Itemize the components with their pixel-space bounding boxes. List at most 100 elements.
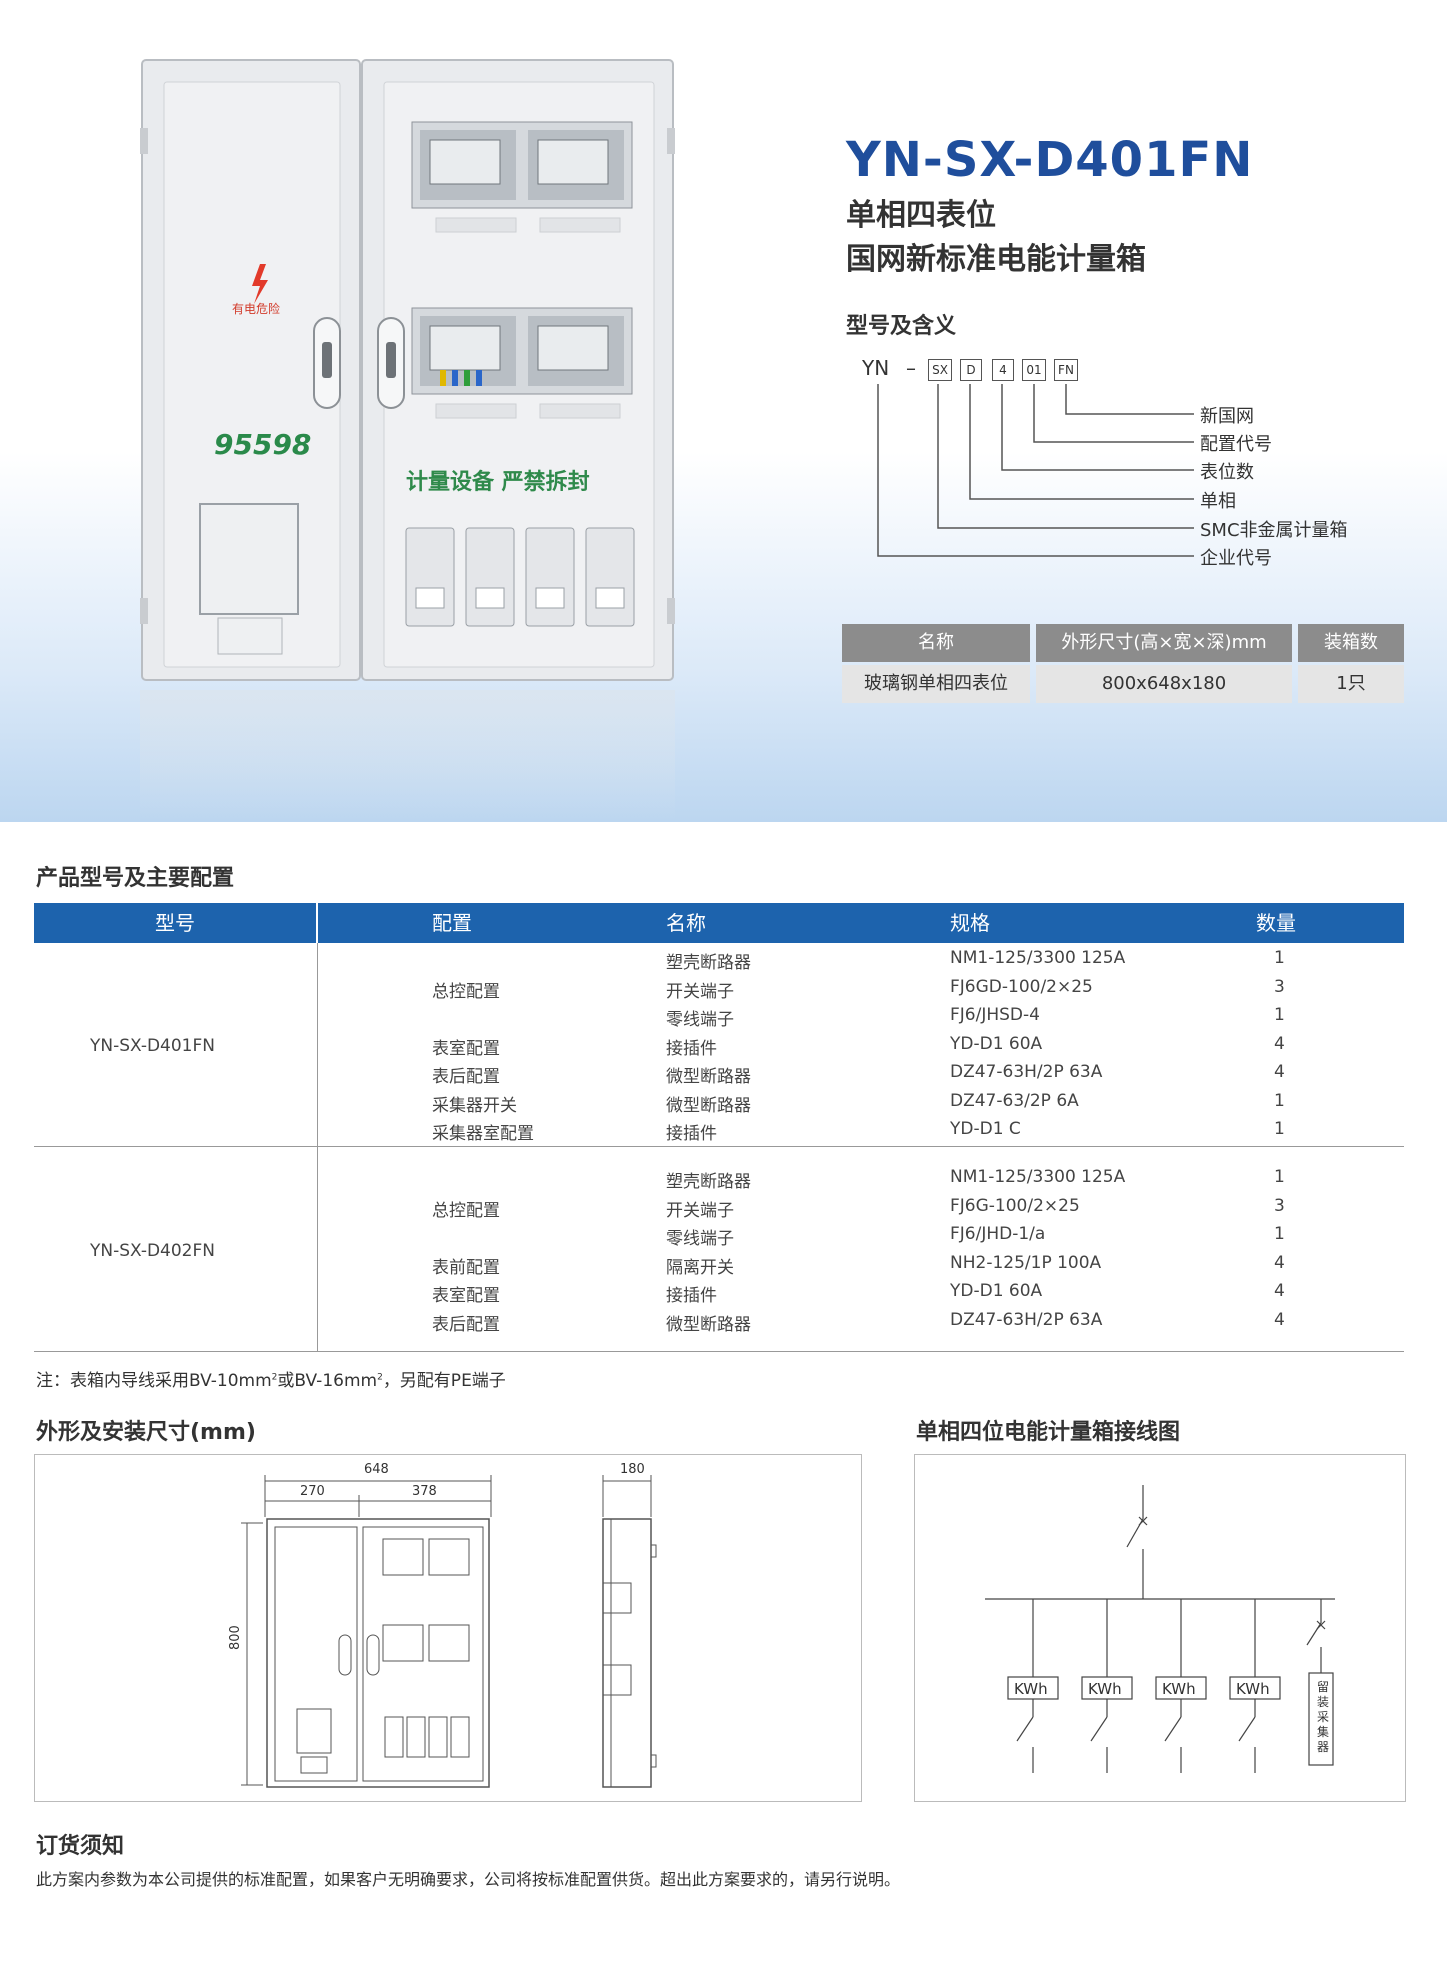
dim-width-total: 648 bbox=[364, 1462, 389, 1477]
order-text: 此方案内参数为本公司提供的标准配置，如果客户无明确要求，公司将按标准配置供货。超… bbox=[36, 1870, 901, 1889]
config-row-qty-cell: 1 bbox=[1274, 1224, 1285, 1244]
spec-header-qty: 装箱数 bbox=[1298, 624, 1404, 662]
order-heading: 订货须知 bbox=[36, 1834, 125, 1859]
config-header-qty: 数量 bbox=[1256, 911, 1296, 935]
dim-depth: 180 bbox=[620, 1462, 645, 1477]
dimensions-panel bbox=[34, 1454, 862, 1802]
config-row-spec-cell: YD-D1 60A bbox=[950, 1281, 1043, 1301]
note-sup-1: 2 bbox=[271, 1372, 278, 1383]
product-subtitle-2: 国网新标准电能计量箱 bbox=[846, 242, 1146, 277]
config-row-qty-cell: 3 bbox=[1274, 976, 1285, 997]
spec-header-size: 外形尺寸(高×宽×深)mm bbox=[1036, 624, 1292, 662]
meaning-label-01: 配置代号 bbox=[1200, 434, 1272, 455]
config-note: 注：表箱内导线采用BV-10mm2或BV-16mm2，另配有PE端子 bbox=[36, 1366, 506, 1391]
spec-cell-name: 玻璃钢单相四表位 bbox=[842, 665, 1030, 703]
config-row-spec-cell: NH2-125/1P 100A bbox=[950, 1252, 1102, 1273]
spec-cell-qty: 1只 bbox=[1298, 665, 1404, 703]
config-row-spec-cell: YD-D1 60A bbox=[950, 1033, 1043, 1054]
note-sup-2: 2 bbox=[377, 1372, 383, 1383]
dimensions-drawing bbox=[241, 1475, 657, 1788]
code-box-01: 01 bbox=[1022, 359, 1046, 381]
config-row-name-cell: 塑壳断路器 bbox=[666, 953, 751, 973]
config-row-spec-cell: DZ47-63H/2P 63A bbox=[950, 1309, 1103, 1330]
config-row-qty-cell: 1 bbox=[1274, 1119, 1285, 1139]
config-row-config-cell: 表后配置 bbox=[432, 1067, 500, 1087]
code-box-d: D bbox=[960, 359, 982, 381]
config-row-spec-cell: NM1-125/3300 125A bbox=[950, 1167, 1126, 1187]
config-model-cell: YN-SX-D402FN bbox=[90, 1240, 215, 1261]
meter-label-1: KWh bbox=[1014, 1680, 1048, 1698]
dim-height: 800 bbox=[228, 1625, 243, 1650]
config-row-qty-cell: 4 bbox=[1274, 1062, 1285, 1082]
code-dash: – bbox=[906, 356, 916, 380]
code-prefix: YN bbox=[862, 356, 890, 380]
cabinet-hotline-logo: 95598 bbox=[214, 428, 312, 461]
config-row-qty-cell: 4 bbox=[1274, 1281, 1285, 1301]
note-part-a: 注：表箱内导线采用BV-10mm bbox=[36, 1371, 272, 1391]
collector-label: 留装采集器 bbox=[1317, 1680, 1330, 1754]
config-row-name-cell: 接插件 bbox=[666, 1124, 717, 1144]
config-header-spec: 规格 bbox=[950, 911, 990, 935]
config-group-divider bbox=[34, 1146, 1404, 1147]
config-row-config-cell: 表后配置 bbox=[432, 1314, 500, 1335]
config-row-name-cell: 接插件 bbox=[666, 1286, 717, 1306]
wiring-panel bbox=[914, 1454, 1406, 1802]
config-header-model-text: 型号 bbox=[155, 911, 195, 935]
note-part-b: 或BV-16mm bbox=[277, 1371, 378, 1391]
code-box-fn: FN bbox=[1054, 359, 1078, 381]
code-box-4: 4 bbox=[992, 359, 1014, 381]
config-header-name: 名称 bbox=[666, 911, 706, 935]
cabinet-warning-text: 有电危险 bbox=[232, 302, 281, 316]
spec-header-name: 名称 bbox=[842, 624, 1030, 662]
meaning-leader-lines bbox=[877, 384, 1194, 557]
config-row-spec-cell: FJ6GD-100/2×25 bbox=[950, 976, 1093, 997]
config-row-spec-cell: FJ6/JHSD-4 bbox=[950, 1005, 1040, 1025]
config-row-spec-cell: DZ47-63H/2P 63A bbox=[950, 1062, 1103, 1082]
config-row-config-cell: 总控配置 bbox=[432, 1200, 500, 1221]
config-row-spec-cell: DZ47-63/2P 6A bbox=[950, 1090, 1079, 1111]
config-row-qty-cell: 1 bbox=[1274, 1167, 1285, 1187]
spec-cell-size: 800x648x180 bbox=[1036, 665, 1292, 703]
config-row-spec-cell: FJ6/JHD-1/a bbox=[950, 1224, 1046, 1244]
config-row-config-cell: 表室配置 bbox=[432, 1286, 500, 1306]
config-row-spec-cell: YD-D1 C bbox=[950, 1119, 1021, 1139]
config-row-name-cell: 开关端子 bbox=[666, 1200, 734, 1221]
config-row-config-cell: 采集器室配置 bbox=[432, 1124, 534, 1144]
cabinet-photo bbox=[140, 59, 675, 681]
config-row-spec-cell: FJ6G-100/2×25 bbox=[950, 1195, 1080, 1216]
config-model-cell: YN-SX-D401FN bbox=[90, 1035, 215, 1056]
cabinet-slogan: 计量设备 严禁拆封 bbox=[406, 470, 590, 495]
product-model-title: YN-SX-D401FN bbox=[846, 132, 1254, 188]
config-header-model: 型号 bbox=[34, 903, 316, 943]
config-row-name-cell: 微型断路器 bbox=[666, 1314, 751, 1335]
wiring-diagram bbox=[985, 1485, 1335, 1773]
config-header-bar bbox=[318, 903, 1404, 943]
config-row-config-cell: 总控配置 bbox=[432, 981, 500, 1002]
note-part-c: ，另配有PE端子 bbox=[382, 1371, 506, 1391]
meaning-heading: 型号及含义 bbox=[846, 314, 957, 339]
config-row-qty-cell: 4 bbox=[1274, 1252, 1285, 1273]
config-table-bottom bbox=[34, 1351, 1404, 1352]
config-row-qty-cell: 1 bbox=[1274, 1005, 1285, 1025]
wiring-heading: 单相四位电能计量箱接线图 bbox=[916, 1420, 1181, 1445]
meaning-label-yn: 企业代号 bbox=[1200, 548, 1272, 569]
config-row-spec-cell: NM1-125/3300 125A bbox=[950, 948, 1126, 968]
config-row-name-cell: 塑壳断路器 bbox=[666, 1172, 751, 1192]
config-row-qty-cell: 1 bbox=[1274, 1090, 1285, 1111]
meaning-label-d: 单相 bbox=[1200, 491, 1236, 512]
meter-label-2: KWh bbox=[1088, 1680, 1122, 1698]
config-heading: 产品型号及主要配置 bbox=[36, 866, 235, 891]
meaning-label-sx: SMC非金属计量箱 bbox=[1200, 520, 1348, 541]
config-column-divider bbox=[317, 943, 318, 1351]
config-row-name-cell: 接插件 bbox=[666, 1038, 717, 1059]
dim-width-right: 378 bbox=[412, 1484, 437, 1499]
config-row-qty-cell: 4 bbox=[1274, 1033, 1285, 1054]
config-row-name-cell: 零线端子 bbox=[666, 1229, 734, 1249]
config-header-config: 配置 bbox=[432, 911, 472, 935]
meter-label-4: KWh bbox=[1236, 1680, 1270, 1698]
config-row-config-cell: 表室配置 bbox=[432, 1038, 500, 1059]
config-row-name-cell: 隔离开关 bbox=[666, 1257, 734, 1278]
config-row-qty-cell: 3 bbox=[1274, 1195, 1285, 1216]
config-row-name-cell: 开关端子 bbox=[666, 981, 734, 1002]
config-row-qty-cell: 4 bbox=[1274, 1309, 1285, 1330]
